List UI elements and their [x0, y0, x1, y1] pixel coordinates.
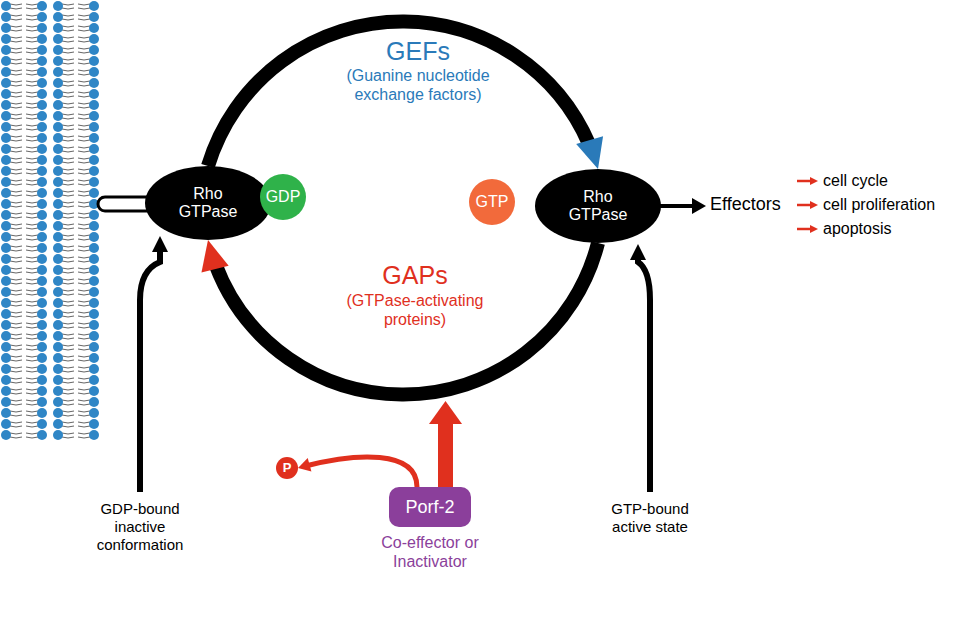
gef-subtitle: (Guanine nucleotide exchange factors)	[323, 66, 513, 104]
phosphate-circle: P	[276, 457, 298, 479]
inactive-pointer	[140, 250, 160, 492]
node-title: GTP	[476, 193, 509, 211]
state-label: GTP-bound active state	[598, 500, 703, 536]
outcome-arrows	[797, 177, 818, 233]
lipid-bilayer	[1, 1, 99, 440]
porf-stem	[438, 422, 453, 490]
outcome-label: cell proliferation	[823, 195, 935, 214]
rho-gtpase-active: Rho GTPaseGTP	[535, 169, 661, 243]
connector	[208, 21, 603, 169]
gap-title: GAPs	[382, 260, 447, 290]
state-label: GDP-bound inactive conformation	[83, 500, 198, 554]
active-pointer-head	[630, 244, 646, 260]
connector	[201, 240, 598, 395]
node-title: Porf-2	[405, 497, 454, 518]
outcome-label: apoptosis	[823, 219, 892, 238]
node-caption: Co-effector or Inactivator	[380, 533, 480, 571]
gtp-circle: GTP	[469, 179, 515, 225]
gef-title: GEFs	[386, 36, 450, 66]
node-title: Rho GTPase	[173, 185, 243, 222]
effector-arrowhead	[692, 198, 706, 214]
node-title: P	[283, 461, 292, 476]
outcome-label: cell cycle	[823, 171, 888, 190]
gap-subtitle: (GTPase-activating proteins)	[333, 291, 498, 329]
active-pointer	[638, 258, 650, 492]
rho-gtpase-inactive: Rho GTPaseGDP	[145, 166, 271, 240]
gdp-circle: GDP	[260, 174, 306, 220]
node-title: GDP	[266, 188, 301, 206]
porf-stem-head	[429, 401, 462, 424]
porf2-box: Porf-2Co-effector or Inactivator	[389, 487, 471, 527]
connector	[298, 457, 417, 487]
inactive-pointer-head	[152, 236, 168, 252]
effectors-label: Effectors	[710, 194, 781, 216]
node-title: Rho GTPase	[563, 188, 633, 225]
